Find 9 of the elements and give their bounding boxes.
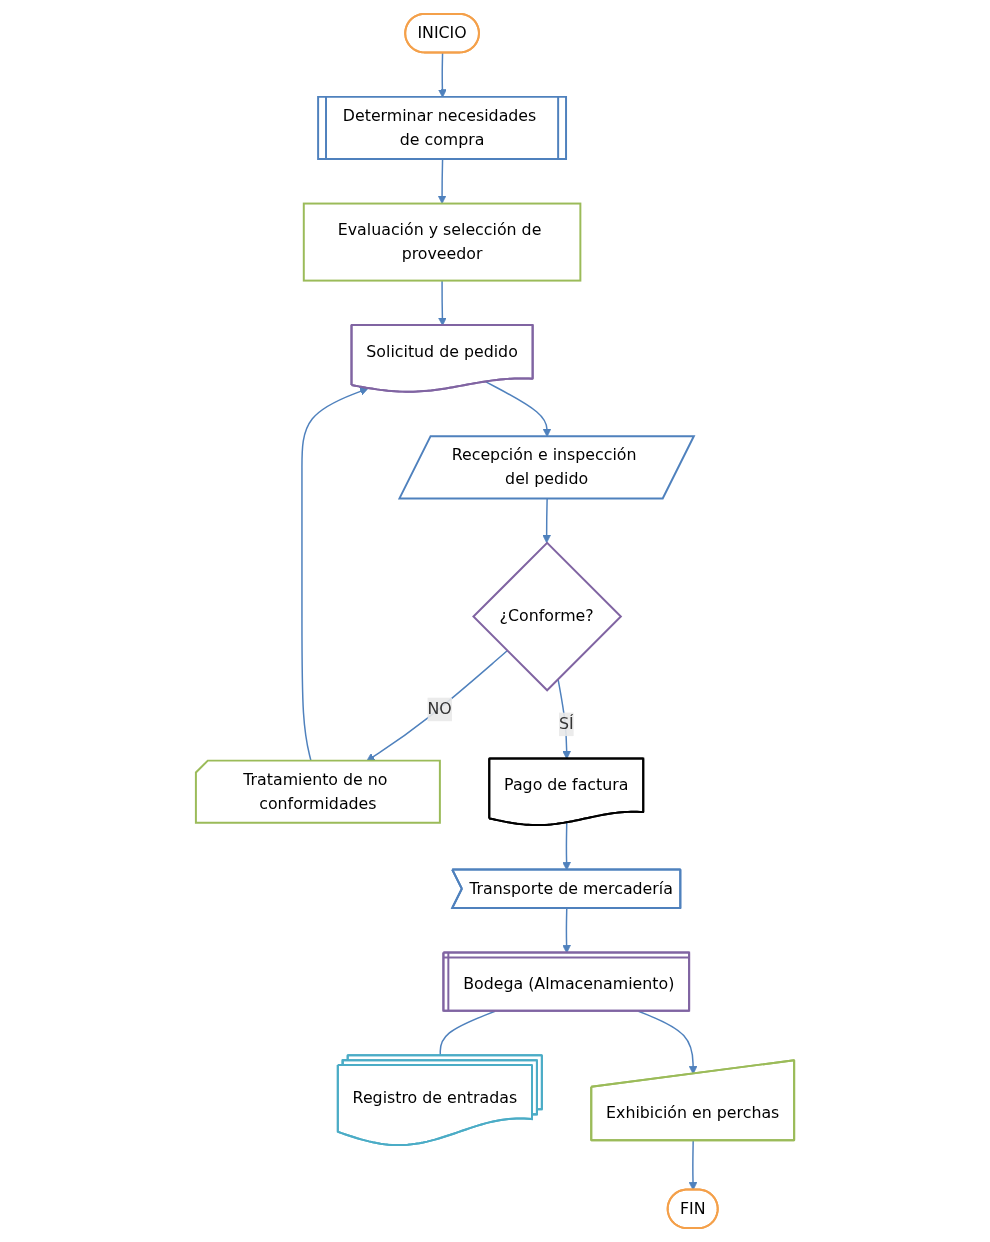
edge-label: SÍ bbox=[558, 714, 574, 734]
node-diamond: ¿Conforme? bbox=[472, 541, 623, 692]
arrow bbox=[438, 279, 447, 326]
node-box: Evaluación y selección de proveedor bbox=[302, 202, 582, 282]
arrow bbox=[637, 1010, 698, 1075]
arrow bbox=[301, 387, 369, 762]
arrow bbox=[542, 498, 551, 544]
edge-label: NO bbox=[427, 699, 452, 719]
arrow bbox=[366, 650, 508, 762]
